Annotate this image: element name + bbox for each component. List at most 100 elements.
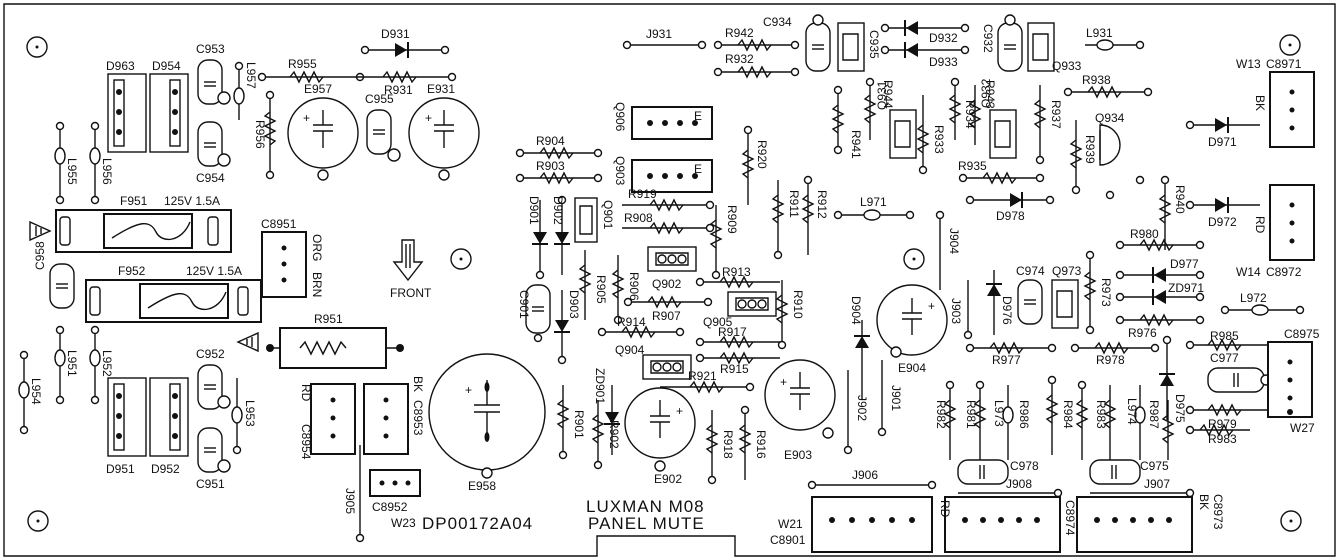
- label-q902: Q902: [652, 277, 682, 291]
- label-c951: C951: [196, 477, 225, 491]
- resistor-r985: [1185, 338, 1268, 352]
- connector-c8973: [1076, 496, 1193, 553]
- resistor-r980: [1115, 238, 1205, 252]
- label-l953: L953: [243, 400, 257, 427]
- electrolytic-e931: +: [408, 97, 480, 181]
- label-c8952: C8952: [372, 500, 408, 514]
- diode-block-top: [107, 73, 189, 153]
- svg-text:+: +: [303, 111, 310, 125]
- cap-c935: [837, 22, 865, 72]
- label-r986: R986: [1017, 400, 1031, 429]
- diode-d972: [1185, 197, 1260, 213]
- connector-c8971: [1269, 71, 1315, 148]
- jumper-j931: [622, 40, 707, 50]
- label-c8951: C8951: [261, 217, 297, 231]
- label-r908: R908: [624, 211, 653, 225]
- label-l952: L952: [100, 350, 114, 377]
- label-r907: R907: [652, 309, 681, 323]
- resistor-r983b: [1185, 423, 1250, 437]
- resistors-lower-right: [943, 375, 1175, 460]
- label-w13: W13: [1236, 57, 1261, 71]
- label-d963: D963: [106, 59, 135, 73]
- label-c977: C977: [1210, 351, 1239, 365]
- connector-c8901: [811, 496, 933, 553]
- label-j908: J908: [1006, 477, 1032, 491]
- transistor-q904: [642, 354, 692, 380]
- label-l954: L954: [29, 378, 43, 405]
- jumper-j903: [963, 280, 973, 340]
- label-d903: D903: [567, 290, 581, 319]
- label-f952-rating: 125V 1.5A: [186, 264, 242, 278]
- label-r933: R933: [932, 125, 946, 154]
- label-c8971: C8971: [1266, 57, 1302, 71]
- resistor-r908: [622, 221, 715, 235]
- zener-zd901: [604, 385, 620, 455]
- electrolytic-e957: +: [287, 97, 359, 181]
- label-r935: R935: [958, 159, 987, 173]
- label-j903: J903: [949, 298, 963, 324]
- resistor-r942: [713, 38, 800, 52]
- coils-left-bottom: [18, 325, 243, 455]
- label-e957: E957: [304, 82, 332, 96]
- label-r980: R980: [1130, 227, 1159, 241]
- svg-text:+: +: [465, 383, 472, 397]
- label-d901: D901: [527, 196, 541, 225]
- label-c8901: C8901: [770, 533, 806, 547]
- label-j907: J907: [1144, 477, 1170, 491]
- connector-c8974: [944, 496, 1061, 553]
- label-q904: Q904: [615, 343, 645, 357]
- label-r912: R912: [815, 190, 829, 219]
- transistor-q903: E: [631, 159, 713, 193]
- label-r918: R918: [721, 430, 735, 459]
- label-c953: C953: [196, 42, 225, 56]
- cap-c975: [1089, 459, 1141, 485]
- label-bk-right: BK: [1253, 95, 1267, 111]
- label-r987: R987: [1147, 400, 1161, 429]
- label-r915: R915: [720, 362, 749, 376]
- label-d976: D976: [1000, 296, 1014, 325]
- label-d977: D977: [1170, 257, 1199, 271]
- label-r977: R977: [992, 353, 1021, 367]
- label-c934: C934: [763, 15, 792, 29]
- label-c8953: C8953: [411, 400, 425, 436]
- label-r951: R951: [314, 312, 343, 326]
- label-r909: R909: [725, 205, 739, 234]
- diode-d903: [554, 290, 570, 365]
- label-j905: J905: [343, 488, 357, 514]
- coil-l957: [233, 61, 245, 120]
- svg-text:+: +: [928, 299, 935, 313]
- label-e902: E902: [654, 472, 682, 486]
- connector-c8954: [310, 383, 356, 455]
- label-j906: J906: [852, 468, 878, 482]
- label-r904: R904: [536, 134, 565, 148]
- part-number: DP00172A04: [422, 514, 533, 533]
- transistor-q901: [574, 197, 598, 243]
- label-r983: R983: [1094, 400, 1108, 429]
- coil-l931: [1085, 39, 1145, 51]
- label-r944: R944: [881, 80, 895, 109]
- resistor-r973: [1083, 250, 1097, 335]
- label-f951: F951: [120, 194, 148, 208]
- transistor-q906: E: [631, 106, 713, 140]
- label-rd-right: RD: [1253, 216, 1267, 234]
- resistor-r932: [713, 65, 800, 79]
- electrolytic-e902: +: [624, 387, 696, 472]
- label-c975: C975: [1140, 459, 1169, 473]
- label-r919: R919: [628, 187, 657, 201]
- label-c958: C958: [33, 241, 47, 270]
- label-c952: C952: [196, 347, 225, 361]
- board-outline: [3, 3, 1336, 557]
- label-rd-w12: RD: [299, 384, 313, 402]
- resistor-r976: [1115, 313, 1205, 327]
- label-l956: L956: [100, 158, 114, 185]
- label-front: FRONT: [390, 286, 432, 300]
- label-bk-w15: BK: [1197, 494, 1211, 510]
- label-d954: D954: [152, 59, 181, 73]
- label-q931: Q931: [875, 80, 889, 110]
- caps-c952-c951: [197, 364, 231, 473]
- label-c955: C955: [365, 92, 394, 106]
- cap-c977: [1207, 367, 1272, 393]
- label-r916: R916: [754, 430, 768, 459]
- label-j904: J904: [947, 228, 961, 254]
